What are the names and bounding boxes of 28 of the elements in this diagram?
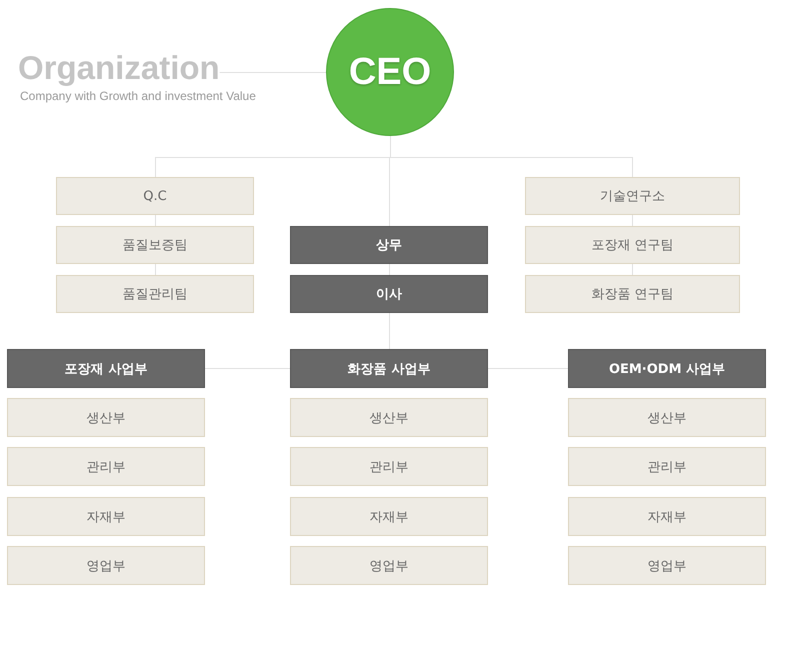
department-box: 관리부	[290, 447, 488, 486]
department-box: 화장품 연구팀	[525, 275, 740, 313]
connector-line	[390, 157, 633, 178]
role-circle: CEO	[326, 8, 454, 136]
department-box: 자재부	[568, 497, 766, 536]
department-box: 품질관리팀	[56, 275, 254, 313]
division-box: 포장재 사업부	[7, 349, 205, 388]
heading: Organization	[18, 50, 220, 86]
connector-line	[155, 157, 391, 178]
department-box: 기술연구소	[525, 177, 740, 215]
department-box: 생산부	[290, 398, 488, 437]
division-box: 화장품 사업부	[290, 349, 488, 388]
division-box: OEM·ODM 사업부	[568, 349, 766, 388]
subtitle: Company with Growth and investment Value	[20, 89, 256, 103]
department-box: 관리부	[7, 447, 205, 486]
department-box: 관리부	[568, 447, 766, 486]
department-box: 포장재 연구팀	[525, 226, 740, 264]
division-box: 이사	[290, 275, 488, 313]
department-box: 생산부	[7, 398, 205, 437]
department-box: Q.C	[56, 177, 254, 215]
department-box: 자재부	[7, 497, 205, 536]
division-box: 상무	[290, 226, 488, 264]
department-box: 품질보증팀	[56, 226, 254, 264]
department-box: 영업부	[568, 546, 766, 585]
department-box: 영업부	[7, 546, 205, 585]
department-box: 영업부	[290, 546, 488, 585]
department-box: 자재부	[290, 497, 488, 536]
department-box: 생산부	[568, 398, 766, 437]
